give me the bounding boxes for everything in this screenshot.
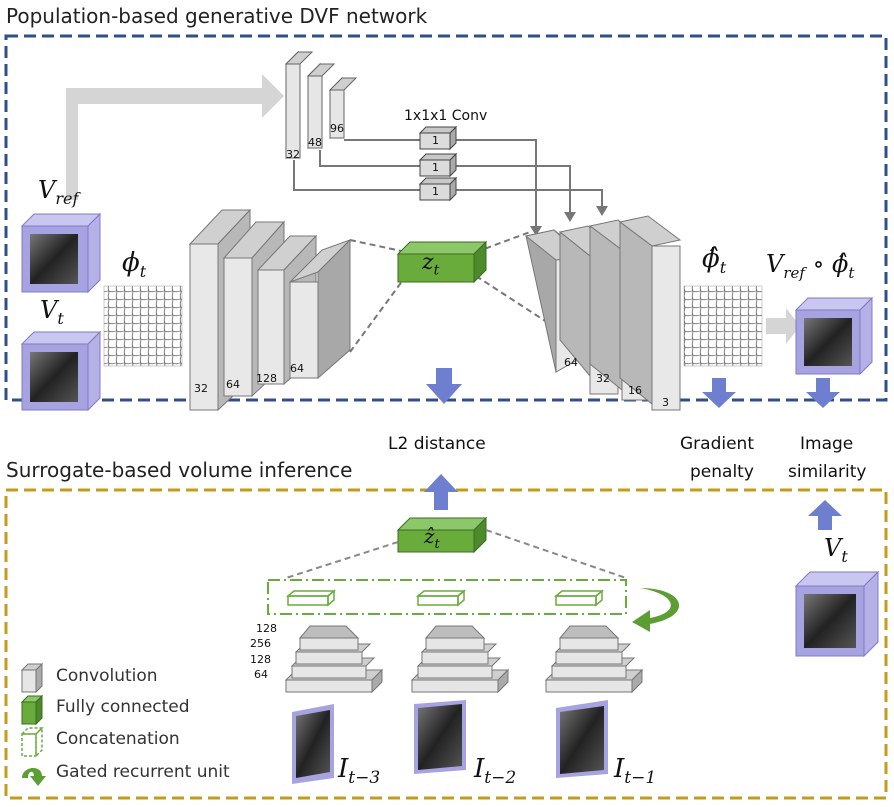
- phi-t-field: [103, 285, 183, 367]
- vref-cube: [20, 212, 102, 294]
- image-slice-t2: [414, 700, 466, 774]
- zhat-to-concat-lines: [285, 529, 627, 579]
- encoder-channel-4: 64: [290, 362, 304, 375]
- vt-label: Vt: [40, 296, 64, 328]
- encoder: [188, 208, 351, 412]
- surrogate-stack-1: [284, 625, 384, 694]
- blue-arrows: [424, 368, 842, 530]
- legend-convolution-label: Convolution: [56, 666, 158, 686]
- gradient-penalty-label-2: penalty: [690, 462, 754, 482]
- legend-gru-icon: [22, 767, 46, 786]
- encoder-to-latent-lines: [349, 231, 557, 353]
- phi-hat-t-field: [683, 285, 763, 367]
- warped-label: Vref ∘ ϕ̂t: [766, 250, 855, 282]
- gru-arrow: [632, 588, 680, 632]
- image-slice-t1: [556, 700, 608, 778]
- zt-label: zt: [422, 250, 440, 279]
- image-similarity-label-1: Image: [800, 434, 854, 454]
- zhat-t-label: ẑt: [424, 524, 440, 552]
- skip-channel-1: 32: [286, 148, 300, 161]
- decoder-channel-4: 3: [662, 396, 669, 409]
- surrogate-channel-2: 256: [250, 637, 271, 650]
- legend-fully-connected-icon: [20, 694, 44, 726]
- latent-zt-block: [396, 240, 488, 284]
- conv-1x1-count-1: 1: [432, 134, 439, 147]
- legend-convolution-icon: [20, 662, 44, 694]
- image-slice-t3: [292, 704, 334, 784]
- surrogate-stack-3: [544, 625, 644, 694]
- decoder: [524, 215, 682, 411]
- gradient-penalty-label-1: Gradient: [680, 434, 754, 454]
- encoder-channel-1: 32: [194, 382, 208, 395]
- concat-slots: [285, 589, 605, 607]
- phi-hat-t-label: ϕ̂t: [702, 244, 727, 278]
- concatenation-box: [267, 579, 627, 615]
- conv-1x1-blocks: [418, 125, 458, 202]
- i-t1-label: It−1: [614, 754, 657, 789]
- vt-bottom-cube: [794, 570, 880, 658]
- conv-1x1-count-2: 1: [432, 161, 439, 174]
- decoder-channel-1: 64: [564, 356, 578, 369]
- decoder-channel-3: 16: [628, 384, 642, 397]
- latent-zhat-block: [396, 516, 488, 554]
- surrogate-stack-2: [410, 625, 510, 694]
- vt-bottom-label: Vt: [824, 534, 848, 566]
- warp-arrow: [766, 308, 800, 344]
- image-similarity-label-2: similarity: [788, 462, 867, 482]
- conv-1x1-count-3: 1: [432, 185, 439, 198]
- skip-channel-2: 48: [308, 136, 322, 149]
- phi-t-label: ϕt: [122, 248, 147, 282]
- skip-channel-3: 96: [330, 122, 344, 135]
- legend-concatenation-icon: [20, 726, 44, 758]
- i-t2-label: It−2: [474, 754, 517, 789]
- surrogate-channel-3: 128: [250, 653, 271, 666]
- vref-skip-arrow: [66, 74, 284, 200]
- decoder-channel-2: 32: [596, 372, 610, 385]
- skip-encoder: [284, 50, 358, 160]
- i-t3-label: It−3: [338, 754, 381, 789]
- conv-1x1-label: 1x1x1 Conv: [404, 108, 488, 124]
- legend-fully-connected-label: Fully connected: [56, 697, 190, 717]
- l2-distance-label: L2 distance: [388, 434, 486, 454]
- top-section-title: Population-based generative DVF network: [6, 4, 428, 28]
- legend-concatenation-label: Concatenation: [56, 729, 180, 749]
- legend-gru-label: Gated recurrent unit: [56, 762, 230, 782]
- warped-cube: [794, 296, 874, 376]
- encoder-channel-3: 128: [256, 372, 277, 385]
- bottom-section-title: Surrogate-based volume inference: [6, 458, 353, 482]
- surrogate-channel-1: 128: [256, 622, 277, 635]
- vt-cube: [20, 330, 102, 412]
- encoder-channel-2: 64: [226, 378, 240, 391]
- skip-lines: [293, 139, 603, 226]
- surrogate-channel-4: 64: [254, 668, 268, 681]
- vref-label: Vref: [38, 176, 79, 208]
- skip-arrowheads: [530, 206, 608, 236]
